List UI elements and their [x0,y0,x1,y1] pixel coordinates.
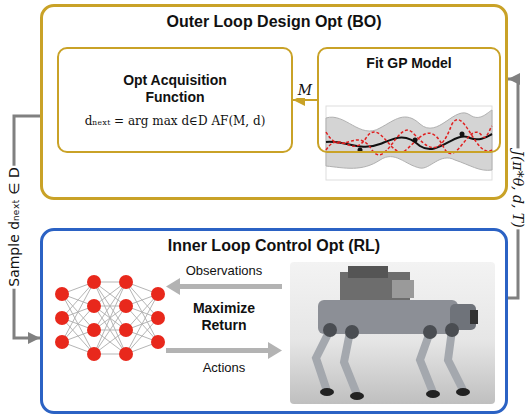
neural-network [62,282,158,354]
graphic-part [316,330,330,388]
graphic-part [290,262,495,404]
graphic-part [119,347,133,361]
graphic-part [151,311,165,325]
graphic-part [326,106,492,180]
gp-plot [326,106,492,180]
edge-label: Sample dₙₑₓₜ ∈ D [6,165,22,288]
graphic-part [55,335,69,349]
graphic-part [323,323,459,339]
graphic-part [166,278,180,295]
graphic-part [345,325,359,339]
graphic-part [87,347,101,361]
graphic-part [119,275,133,289]
graphic-part [268,342,282,359]
graphic-part [426,390,440,398]
graphic-part [178,284,282,289]
graphic-part [55,287,69,301]
graphic-part [119,299,133,313]
graphic-part [119,323,133,337]
box-title: Fit GP Model [319,55,499,71]
inner-loop-box: Inner Loop Control Opt (RL) [40,228,508,414]
flow-label: Maximize Return [176,300,272,334]
graphic-part [350,392,364,400]
graphic-part [151,335,165,349]
graphic-part [87,299,101,313]
graphic-part [348,266,388,278]
graphic-part [126,318,158,354]
box-title: Opt Acquisition Function [100,72,250,106]
graphic-part [326,120,492,155]
graphic-part [320,388,334,396]
graphic-part [94,282,126,354]
robot-dog [290,262,495,404]
gp-model-box: Fit GP Model [317,47,501,153]
graphic-part [323,323,337,337]
flow-label: Actions [203,360,246,375]
graphic-part [151,287,165,301]
flow-arrows [166,278,282,359]
graphic-part [456,388,470,396]
outer-loop-box: Outer Loop Design Opt (BO) Opt Acquisitio… [40,4,508,200]
graphic-part [448,330,462,388]
graphic-part [423,325,437,339]
graphic-part [62,282,158,354]
graphic-part [470,310,478,324]
graphic-part [344,332,356,392]
flow-label: Observations [186,263,263,278]
graphic-part [326,110,492,170]
graphic-part [326,126,492,154]
graphic-part [62,306,94,342]
graphic-part [460,132,465,137]
connector [293,99,317,101]
graphic-part [318,300,458,334]
graphic-part [94,282,126,354]
graphic-part [420,332,432,390]
graphic-part [316,330,462,392]
box-title: Inner Loop Control Opt (RL) [43,237,505,255]
edge-label: M [296,82,314,98]
graphic-part [320,388,470,400]
edge-label: J(π*θ, d, T) [510,148,526,229]
graphic-part [392,280,414,298]
graphic-part [87,275,101,289]
graphic-part [445,323,459,337]
graphic-part [166,348,270,353]
neural-network-units [55,275,165,361]
graphic-part [87,323,101,337]
acquisition-box: Opt Acquisition Function dₙₑₓₜ = arg max … [57,47,293,153]
box-title: Outer Loop Design Opt (BO) [43,13,505,31]
formula: dₙₑₓₜ = arg max d∈D AF(M, d) [85,114,266,128]
graphic-part [55,311,69,325]
graphic-part [413,138,418,143]
